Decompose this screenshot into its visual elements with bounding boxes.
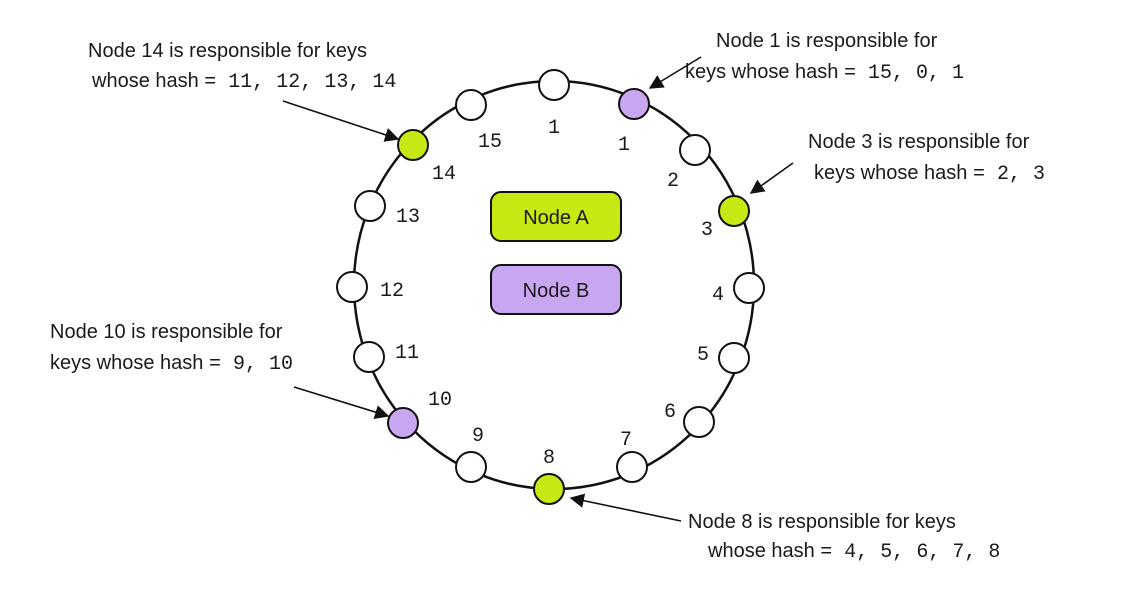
arrow-node1 bbox=[648, 56, 702, 89]
annotation-node10-line1: Node 10 is responsible for bbox=[50, 321, 283, 343]
arrow-node10 bbox=[293, 386, 390, 420]
hash-label-13: 13 bbox=[396, 206, 420, 229]
ring-position-7 bbox=[616, 451, 648, 483]
legend-node-b-label: Node B bbox=[523, 280, 590, 302]
ring-position-top bbox=[538, 69, 570, 101]
hash-label-15: 15 bbox=[478, 131, 502, 154]
annotations: Node 14 is responsible for keys whose ha… bbox=[50, 30, 1045, 564]
legend-node-a-label: Node A bbox=[523, 207, 589, 229]
legend: Node A Node B bbox=[490, 191, 622, 315]
hash-label-9: 9 bbox=[472, 425, 484, 448]
ring-position-3 bbox=[718, 195, 750, 227]
annotation-node3-line2: keys whose hash = 2, 3 bbox=[814, 162, 1045, 186]
legend-node-a-box bbox=[490, 191, 622, 242]
hash-label-1: 1 bbox=[618, 134, 630, 157]
arrow-node3 bbox=[749, 162, 794, 194]
annotation-node10-line2: keys whose hash = 9, 10 bbox=[50, 352, 293, 376]
legend-node-b-box bbox=[490, 264, 622, 315]
ring-position-1 bbox=[618, 88, 650, 120]
hash-label-6: 6 bbox=[664, 401, 676, 424]
hash-label-11: 11 bbox=[395, 342, 419, 365]
hash-label-12: 12 bbox=[380, 280, 404, 303]
annotation-node1-line2: keys whose hash = 15, 0, 1 bbox=[685, 61, 964, 85]
hash-label-5: 5 bbox=[697, 344, 709, 367]
hash-label-10: 10 bbox=[428, 389, 452, 412]
ring-position-2 bbox=[679, 134, 711, 166]
ring-position-5 bbox=[718, 342, 750, 374]
ring-position-15 bbox=[455, 89, 487, 121]
hash-label-top: 1 bbox=[548, 117, 560, 140]
ring-position-13 bbox=[354, 190, 386, 222]
annotation-node14-line2: whose hash = 11, 12, 13, 14 bbox=[91, 70, 396, 94]
ring-position-12 bbox=[336, 271, 368, 303]
ring-positions bbox=[336, 69, 765, 505]
ring-position-11 bbox=[353, 341, 385, 373]
annotation-node8-line2: whose hash = 4, 5, 6, 7, 8 bbox=[707, 540, 1000, 564]
hash-label-2: 2 bbox=[667, 170, 679, 193]
ring-position-10 bbox=[387, 407, 419, 439]
hash-label-8: 8 bbox=[543, 447, 555, 470]
ring-position-9 bbox=[455, 451, 487, 483]
arrow-node14 bbox=[282, 100, 400, 142]
hash-label-14: 14 bbox=[432, 163, 456, 186]
hash-labels: 1 1 2 3 4 5 6 7 8 9 10 11 12 13 14 15 bbox=[380, 117, 724, 470]
ring-position-6 bbox=[683, 406, 715, 438]
annotation-node8-line1: Node 8 is responsible for keys bbox=[688, 511, 956, 533]
annotation-arrows bbox=[282, 56, 794, 522]
ring-position-4 bbox=[733, 272, 765, 304]
hash-label-4: 4 bbox=[712, 284, 724, 307]
arrow-node8 bbox=[569, 493, 682, 522]
ring-position-14 bbox=[397, 129, 429, 161]
hash-label-7: 7 bbox=[620, 429, 632, 452]
annotation-node1-line1: Node 1 is responsible for bbox=[716, 30, 938, 52]
ring-position-8 bbox=[533, 473, 565, 505]
hash-label-3: 3 bbox=[701, 219, 713, 242]
annotation-node14-line1: Node 14 is responsible for keys bbox=[88, 40, 367, 62]
annotation-node3-line1: Node 3 is responsible for bbox=[808, 131, 1030, 153]
